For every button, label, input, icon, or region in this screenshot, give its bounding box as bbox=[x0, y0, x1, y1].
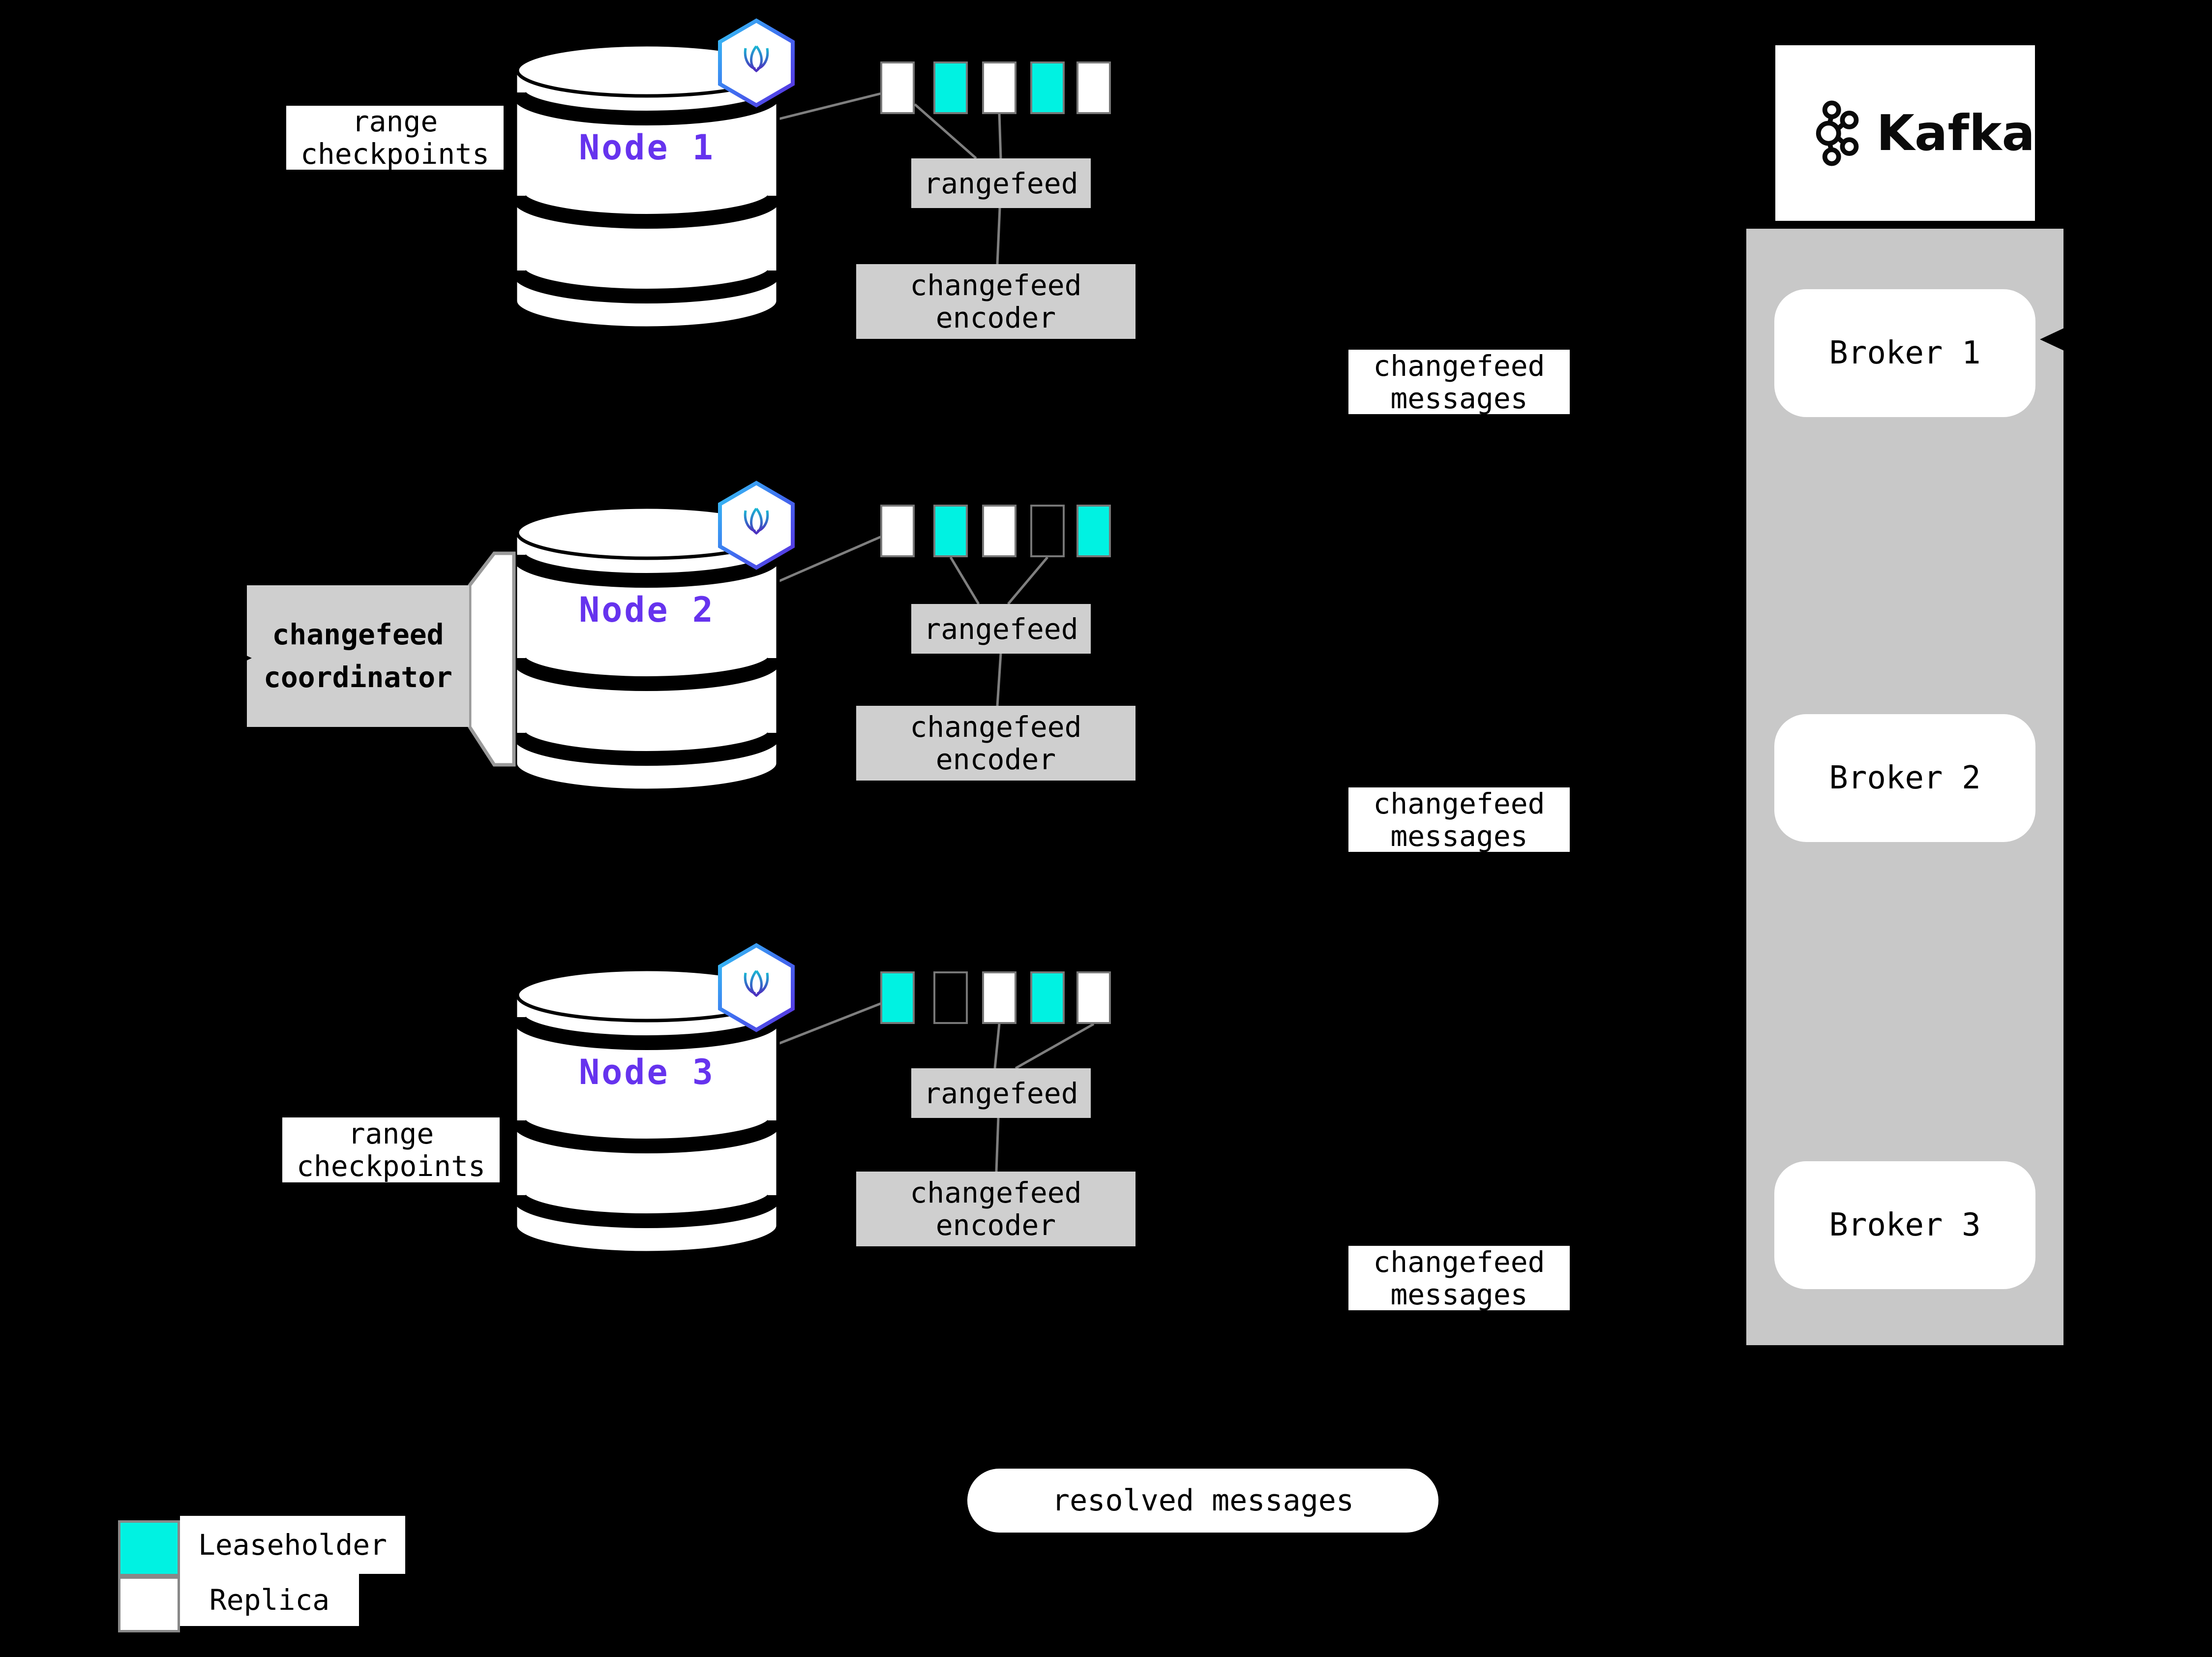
cockroachdb-badge-icon-node-2 bbox=[720, 483, 793, 568]
changefeed-messages-label-node-3: changefeed messages bbox=[1348, 1246, 1570, 1311]
kafka-brand-text: Kafka bbox=[1876, 104, 2035, 162]
node-1-range-1 bbox=[880, 61, 915, 114]
node-2-range-1 bbox=[880, 505, 915, 557]
node-1-label: Node 1 bbox=[579, 127, 715, 168]
connector-lines-node-3 bbox=[778, 1002, 1095, 1172]
node-3-range-2 bbox=[933, 971, 968, 1024]
node-3-range-5 bbox=[1076, 971, 1111, 1024]
broker-2-box: Broker 2 bbox=[1774, 714, 2035, 842]
node-3-range-3 bbox=[982, 971, 1016, 1024]
node-3-label: Node 3 bbox=[579, 1052, 715, 1092]
kafka-logo-box: Kafka bbox=[1775, 45, 2035, 221]
node-3-range-4 bbox=[1030, 971, 1065, 1024]
connector-lines-node-1 bbox=[778, 92, 1002, 265]
changefeed-messages-label-node-2: changefeed messages bbox=[1348, 787, 1570, 852]
node-2-label: Node 2 bbox=[579, 590, 715, 630]
legend-replica-swatch bbox=[118, 1576, 180, 1632]
rangefeed-box-node-1: rangefeed bbox=[911, 158, 1091, 208]
cockroachdb-badge-icon-node-3 bbox=[720, 945, 793, 1030]
changefeed-coordinator-label: changefeed coordinator bbox=[247, 585, 469, 727]
legend-leaseholder-swatch bbox=[118, 1520, 180, 1576]
rangefeed-box-node-2: rangefeed bbox=[911, 604, 1091, 654]
changefeed-encoder-box-node-1: changefeed encoder bbox=[856, 264, 1136, 339]
node-2-range-5 bbox=[1076, 505, 1111, 557]
node-3-range-1 bbox=[880, 971, 915, 1024]
cockroachdb-badge-icon-node-1 bbox=[720, 21, 793, 105]
broker-1-box: Broker 1 bbox=[1774, 289, 2035, 417]
legend-replica-label: Replica bbox=[180, 1574, 359, 1626]
resolved-messages-label: resolved messages bbox=[967, 1469, 1438, 1533]
kafka-logo-icon bbox=[1816, 100, 1859, 166]
changefeed-messages-label-node-1: changefeed messages bbox=[1348, 350, 1570, 415]
coordinator-pointer-shape bbox=[468, 551, 516, 767]
node-1-range-5 bbox=[1076, 61, 1111, 114]
node-2-range-3 bbox=[982, 505, 1016, 557]
coordinator-arrowhead-icon bbox=[234, 650, 252, 666]
node-1-range-2 bbox=[933, 61, 968, 114]
changefeed-encoder-box-node-3: changefeed encoder bbox=[856, 1172, 1136, 1246]
changefeed-encoder-box-node-2: changefeed encoder bbox=[856, 706, 1136, 781]
broker-1-incoming-arrowhead-icon bbox=[2040, 325, 2071, 354]
legend-leaseholder-label: Leaseholder bbox=[180, 1516, 405, 1574]
node-2-range-4 bbox=[1030, 505, 1065, 557]
node-2-range-2 bbox=[933, 505, 968, 557]
range-checkpoints-label-bottom: range checkpoints bbox=[282, 1117, 500, 1182]
node-1-range-3 bbox=[982, 61, 1016, 114]
rangefeed-box-node-3: rangefeed bbox=[911, 1068, 1091, 1118]
connector-lines-node-2 bbox=[778, 535, 1048, 706]
node-1-range-4 bbox=[1030, 61, 1065, 114]
broker-3-box: Broker 3 bbox=[1774, 1161, 2035, 1289]
range-checkpoints-label-top: range checkpoints bbox=[286, 105, 504, 170]
